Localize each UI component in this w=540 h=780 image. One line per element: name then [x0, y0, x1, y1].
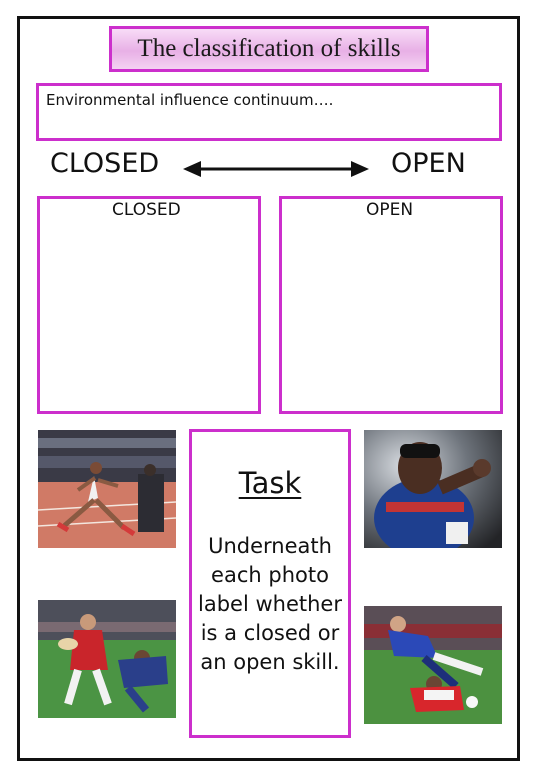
- rugby-tackle-photo: [38, 600, 176, 718]
- task-instructions: Underneath each photo label whether is a…: [198, 534, 342, 674]
- continuum-label: Environmental influence continuum….: [46, 91, 334, 109]
- continuum-answer-box[interactable]: Environmental influence continuum….: [36, 83, 502, 141]
- open-box-label: OPEN: [366, 200, 414, 220]
- football-tackle-photo: [364, 606, 502, 724]
- closed-box-label: CLOSED: [112, 200, 181, 220]
- long-jump-athlete-photo: [38, 430, 176, 548]
- shot-put-athlete-photo: [364, 430, 502, 548]
- page-frame: [17, 16, 520, 761]
- open-skills-box[interactable]: [279, 196, 503, 414]
- continuum-closed-label: CLOSED: [50, 148, 160, 179]
- task-heading: Task: [238, 466, 302, 500]
- continuum-open-label: OPEN: [391, 148, 466, 179]
- double-arrow-icon: [183, 161, 369, 177]
- title-banner: The classification of skills: [109, 26, 429, 72]
- page-title: The classification of skills: [137, 35, 401, 62]
- task-box: Task Underneath each photo label whether…: [189, 429, 351, 738]
- closed-skills-box[interactable]: [37, 196, 261, 414]
